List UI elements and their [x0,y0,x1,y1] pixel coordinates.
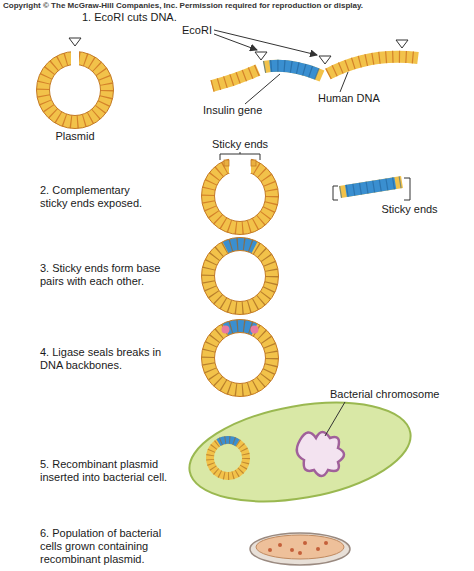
dna-backbone [215,333,266,384]
step-caption: 5. Recombinant plasmid inserted into bac… [40,458,185,484]
step-caption: 2. Complementary sticky ends exposed. [40,184,150,210]
cut-site-marker [255,52,267,60]
dna-strand [264,66,322,76]
step-caption: 1. EcoRI cuts DNA. [82,11,212,24]
bracket [404,178,410,200]
leader-arrow [214,34,257,50]
insulin-gene [340,182,402,192]
colony [298,551,302,555]
leader-line [240,152,241,154]
dna-ring [208,326,272,390]
dna-ring [208,244,272,308]
colony [268,548,272,552]
leader-line [245,74,280,104]
petri-dish [250,533,350,565]
dna-backbone [202,320,279,397]
leader-line [325,402,345,436]
part-label: Insulin gene [203,104,283,117]
dna-strand [212,70,258,86]
dna-backbone [215,171,266,222]
step-caption: 4. Ligase seals breaks in DNA backbones. [40,346,162,372]
insulin-gene [264,66,322,76]
dna-backbone [215,251,266,302]
dna-ring [43,58,107,122]
bacterial-cell [182,387,419,516]
insulin-gene [197,233,283,319]
step-caption: 3. Sticky ends form base pairs with each… [40,262,175,288]
sealed-plasmid [197,315,283,401]
sticky-end [340,182,402,192]
part-label: Sticky ends [205,138,275,151]
base-pair-marks [43,58,107,122]
cut-site-marker [319,56,331,64]
colony [303,541,307,545]
sticky-end [251,160,256,166]
insulin-gene [197,315,283,401]
recombinant-plasmid [197,233,283,319]
dna-strand [328,57,418,74]
base-pair-marks [212,70,258,86]
ligase-seal [222,326,230,334]
dna-ring [208,164,272,228]
human-dna [212,40,418,86]
cut-site-marker [396,40,408,48]
colony [316,547,320,551]
dish-rim [250,533,350,565]
base-pair-marks [210,440,246,476]
insulin-gene [203,433,253,483]
base-pair-marks [328,57,418,74]
dna-ring [210,440,246,476]
colony [324,541,328,545]
gene-fragment [340,182,402,192]
base-pair-marks [208,164,272,228]
base-pair-marks [264,66,322,76]
bracket [220,154,260,160]
culture-medium [256,535,344,559]
cut-gap [71,49,79,67]
cell-body [182,387,419,516]
colony [290,548,294,552]
step-caption: 6. Population of bacterial cells grown c… [40,527,180,566]
part-label: Bacterial chromosome [330,388,460,401]
sticky-end [224,160,229,166]
part-label: Plasmid [45,130,105,143]
chromosome [297,432,344,476]
colony [278,543,282,547]
base-pair-marks [208,326,272,390]
open-plasmid [202,155,279,235]
base-pair-marks [340,182,402,192]
plasmid [37,38,114,129]
dna-backbone [202,238,279,315]
base-pair-marks [208,244,272,308]
cut-site-marker [69,38,81,46]
leader-line [340,72,348,92]
part-label: Sticky ends [372,203,447,216]
leader-arrow [214,30,317,55]
copyright-notice: Copyright © The McGraw-Hill Companies, I… [3,1,473,10]
cut-gap [229,155,251,173]
ligase-seal [251,326,259,334]
dna-backbone [50,65,101,116]
part-label: Human DNA [318,92,398,105]
bracket [333,186,338,200]
enzyme-label: EcoRI [172,24,222,37]
